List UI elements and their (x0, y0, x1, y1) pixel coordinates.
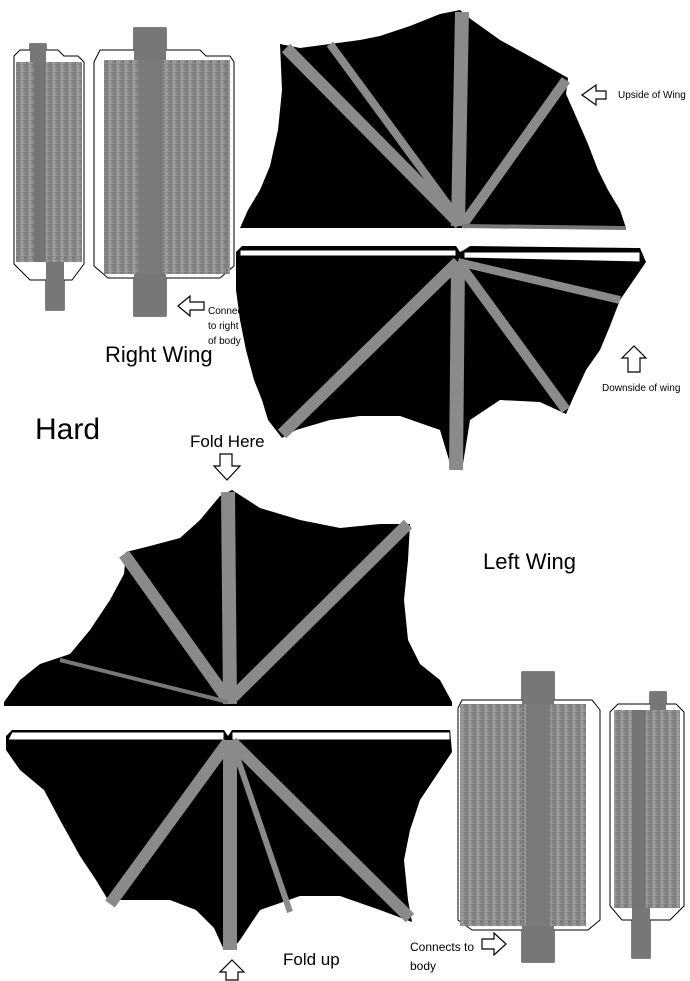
right-arm-small-piece (13, 43, 85, 311)
left-wing-upside (4, 490, 452, 706)
left-wing-downside (6, 730, 452, 950)
left-arm-small-piece (609, 691, 685, 959)
downside-of-wing-label: Downside of wing (602, 383, 681, 394)
left-connect-label: Connects to body (410, 940, 475, 973)
fold-here-label: Fold Here (190, 432, 265, 451)
arrow-up-icon (620, 345, 648, 373)
fold-up-label: Fold up (283, 950, 340, 969)
right-wing-upside (240, 10, 627, 230)
difficulty-title: Hard (35, 413, 101, 446)
arrow-right-icon (481, 931, 507, 957)
right-arm-large-piece (93, 27, 235, 317)
arrow-down-icon (212, 453, 242, 481)
right-connect-label: Connects to right side of body (208, 306, 260, 347)
left-wing-title: Left Wing (483, 549, 576, 574)
left-arm-large-piece (457, 671, 601, 963)
upside-of-wing-label: Upside of Wing (618, 90, 686, 101)
right-wing-title: Right Wing (105, 342, 213, 367)
arrow-left-icon (580, 83, 607, 107)
right-wing-downside (236, 246, 646, 471)
arrow-up-icon (218, 959, 246, 981)
arrow-left-icon (177, 294, 205, 318)
